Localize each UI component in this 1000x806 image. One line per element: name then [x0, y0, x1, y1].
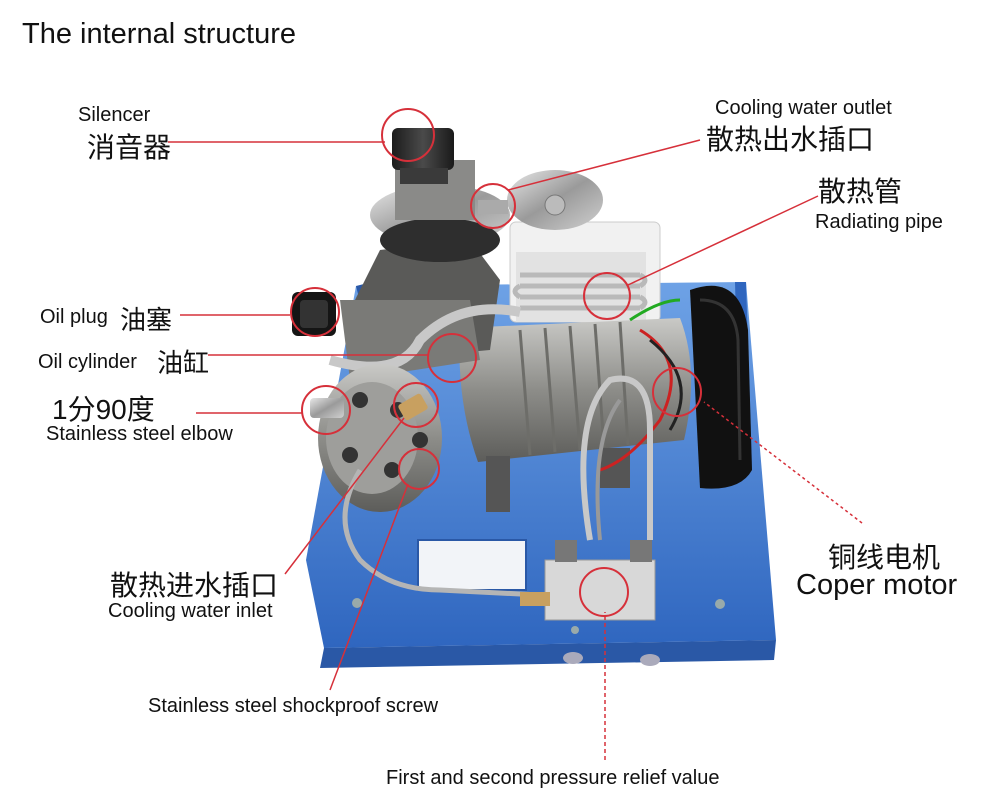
cooling-water-inlet-pipe: [342, 468, 561, 599]
callout-circle-elbow: [301, 385, 351, 435]
plate-cutout: [417, 539, 527, 591]
callout-circle-radiating: [583, 272, 631, 320]
label-motor-en: Coper motor: [796, 569, 958, 601]
page-title: The internal structure: [22, 18, 297, 50]
oil-plug: [292, 292, 336, 336]
callout-circle-oil-cylinder: [427, 333, 477, 383]
label-oil-plug-en: Oil plug: [40, 306, 108, 328]
label-oil-plug-cn: 油塞: [120, 305, 173, 335]
plate-screw: [715, 599, 725, 609]
label-motor-cn: 铜线电机: [828, 542, 941, 573]
label-radiating-cn: 散热管: [818, 176, 903, 207]
label-screw-en: Stainless steel shockproof screw: [148, 695, 439, 717]
callout-circle-inlet: [393, 382, 439, 428]
pressure-gauge: [507, 170, 603, 230]
motor-wires: [599, 298, 683, 472]
label-relief-en: First and second pressure relief value: [386, 767, 720, 789]
callout-circle-silencer: [381, 108, 435, 162]
label-cooling-outlet-cn: 散热出水插口: [706, 124, 875, 155]
label-silencer-cn: 消音器: [87, 132, 172, 163]
silencer: [392, 128, 454, 184]
callout-lines: [168, 139, 863, 760]
label-elbow-en: Stainless steel elbow: [46, 423, 233, 445]
plate-foot: [563, 652, 583, 664]
plate-foot: [640, 654, 660, 666]
motor-mount: [486, 456, 510, 512]
plate-screw: [571, 626, 579, 634]
label-oil-cylinder-cn: 油缸: [157, 348, 210, 378]
stainless-steel-elbow: [310, 393, 428, 421]
label-inlet-en: Cooling water inlet: [108, 600, 273, 622]
compressor-head: [340, 160, 510, 380]
label-cooling-outlet-en: Cooling water outlet: [715, 97, 892, 119]
callout-circle-screw: [398, 448, 440, 490]
callout-circles: [290, 108, 702, 617]
label-inlet-cn: 散热进水插口: [110, 570, 279, 601]
plate-screw: [352, 598, 362, 608]
label-silencer-en: Silencer: [78, 104, 151, 126]
cylinder-head: [318, 364, 442, 512]
callout-circle-oil-plug: [290, 287, 340, 337]
callout-circle-motor: [652, 367, 702, 417]
cooling-water-outlet-nozzle: [478, 200, 508, 214]
label-elbow-cn: 1分90度: [52, 394, 155, 425]
callout-circle-outlet: [470, 183, 516, 229]
radiating-pipe-coil: [512, 272, 648, 311]
callout-circle-relief: [579, 567, 629, 617]
pressure-relief-valves: [520, 375, 656, 621]
label-radiating-en: Radiating pipe: [815, 211, 943, 233]
fan-guard: [690, 285, 752, 489]
label-oil-cylinder-en: Oil cylinder: [38, 351, 137, 373]
